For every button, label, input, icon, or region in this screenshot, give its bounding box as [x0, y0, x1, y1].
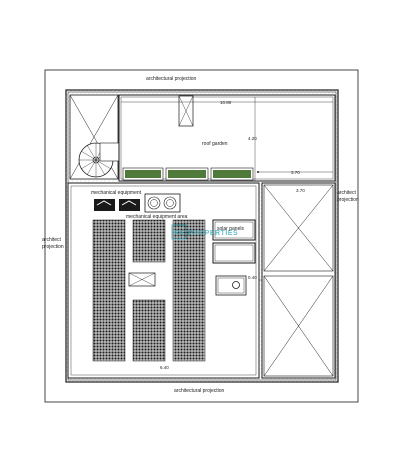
right-projection-boxes	[261, 182, 336, 379]
projection-outline	[44, 69, 359, 403]
planter-boxes	[122, 167, 254, 181]
label-projection-right-2: projection	[337, 197, 359, 203]
dim-bottom-width: 6.40	[160, 365, 169, 370]
label-projection-bottom: architectural projection	[174, 388, 225, 394]
label-projection-right-1: architect	[337, 190, 357, 196]
watermark-line2: PROPERTIES	[188, 230, 238, 237]
watermark-line1: RE	[174, 230, 185, 237]
dim-top-width: 10.80	[220, 100, 232, 105]
label-solar-panels: solar panels	[217, 226, 244, 232]
dim-roof-depth: 4.20	[248, 136, 257, 141]
dim-small-right: 0.40	[248, 275, 257, 280]
label-projection-top: architectural projection	[146, 76, 197, 82]
label-mechanical-equipment: mechanical equipment	[91, 190, 142, 196]
solar-panel-arrays	[92, 219, 206, 362]
mechanical-equipment-area	[67, 182, 260, 379]
label-mechanical-equipment-area: mechanical equipment area	[126, 214, 188, 220]
label-roof-garden: roof garden	[202, 141, 228, 147]
label-projection-left-1: architect	[42, 237, 62, 243]
mechanical-units	[94, 193, 181, 213]
roof-garden-area	[118, 94, 336, 182]
dim-right-strip: 3.70	[291, 170, 300, 175]
dim-right-block-width: 3.70	[296, 188, 305, 193]
stair-well	[69, 94, 121, 180]
label-projection-left-2: projection	[42, 244, 64, 250]
solar-control-boxes	[212, 219, 256, 296]
watermark-logo: RE PROPERTIES	[171, 224, 238, 240]
